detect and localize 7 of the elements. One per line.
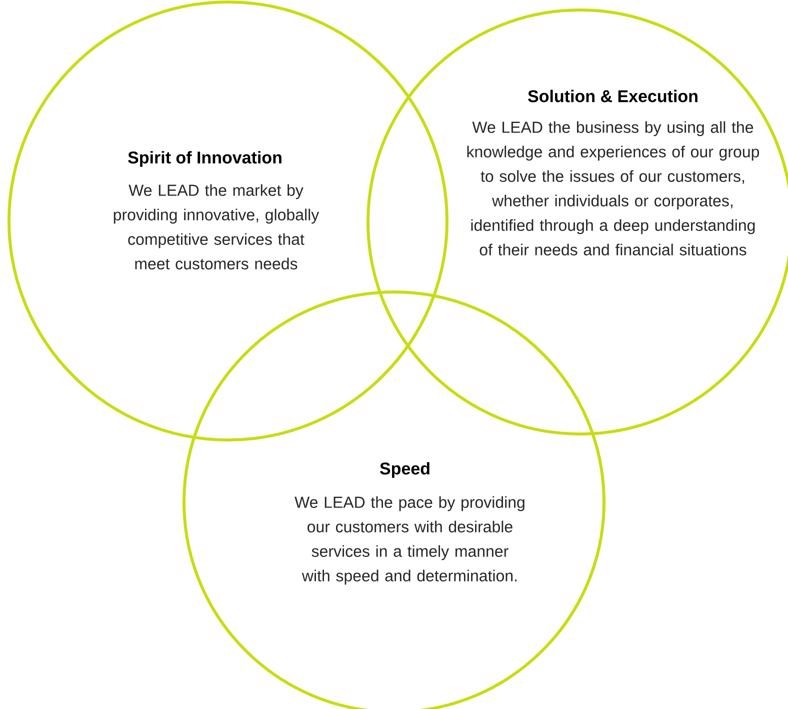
circle-heading: Spirit of Innovation (128, 151, 282, 167)
venn-circle (8, 0, 448, 442)
circle-description: We LEAD the pace by providing our customers with desirable services in a timely manner with speed and determination. (294, 496, 524, 585)
circle-heading: Speed (380, 462, 430, 478)
circle-description: We LEAD the market by providing innovative, globally competitive services that meet customers needs (114, 184, 320, 270)
circle-description: We LEAD the business by using all the knowledge and experiences of our group to solve the issues of our customers, whether individuals or corporates, identified through a deep understanding of their needs and financial situations (467, 121, 760, 256)
circle-heading: Solution & Execution (528, 90, 698, 102)
